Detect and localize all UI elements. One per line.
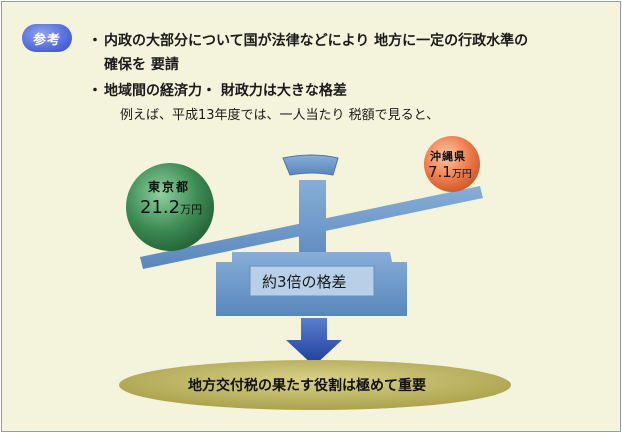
bullet-marker: ・ xyxy=(88,33,102,49)
down-arrow-icon xyxy=(286,318,342,366)
tokyo-circle xyxy=(126,163,214,251)
okinawa-value: 7.1万円 xyxy=(428,162,472,181)
reference-badge: 参考 xyxy=(22,24,72,52)
okinawa-amount: 7.1 xyxy=(428,163,452,181)
bullet-1-line1: 内政の大部分について国が法律などにより 地方に一定の行政水準の xyxy=(104,33,529,49)
scale-dial xyxy=(282,154,339,176)
okinawa-name: 沖縄県 xyxy=(430,150,466,163)
conclusion-text: 地方交付税の果たす役割は極めて重要 xyxy=(188,378,426,394)
tokyo-unit: 万円 xyxy=(180,203,203,216)
example-text: 例えば、平成13年度では、一人当たり 税額で見ると、 xyxy=(120,108,440,123)
tokyo-amount: 21.2 xyxy=(140,197,181,218)
bullet-2-line1: 地域間の経済力・ 財政力は大きな格差 xyxy=(104,83,347,99)
bullet-1: ・内政の大部分について国が法律などにより 地方に一定の行政水準の xyxy=(88,30,528,50)
okinawa-unit: 万円 xyxy=(451,169,472,180)
conclusion-ellipse xyxy=(119,360,511,410)
bullet-marker: ・ xyxy=(88,83,102,99)
gap-label: 約3倍の格差 xyxy=(262,273,347,291)
okinawa-circle xyxy=(424,136,480,192)
bullet-1-line2: 確保を 要請 xyxy=(104,57,179,73)
gap-label-box xyxy=(249,265,375,297)
tokyo-name: 東京都 xyxy=(148,180,191,194)
tokyo-value: 21.2万円 xyxy=(140,197,202,218)
bullet-2: ・地域間の経済力・ 財政力は大きな格差 xyxy=(88,80,347,100)
scale-beam xyxy=(140,186,483,269)
